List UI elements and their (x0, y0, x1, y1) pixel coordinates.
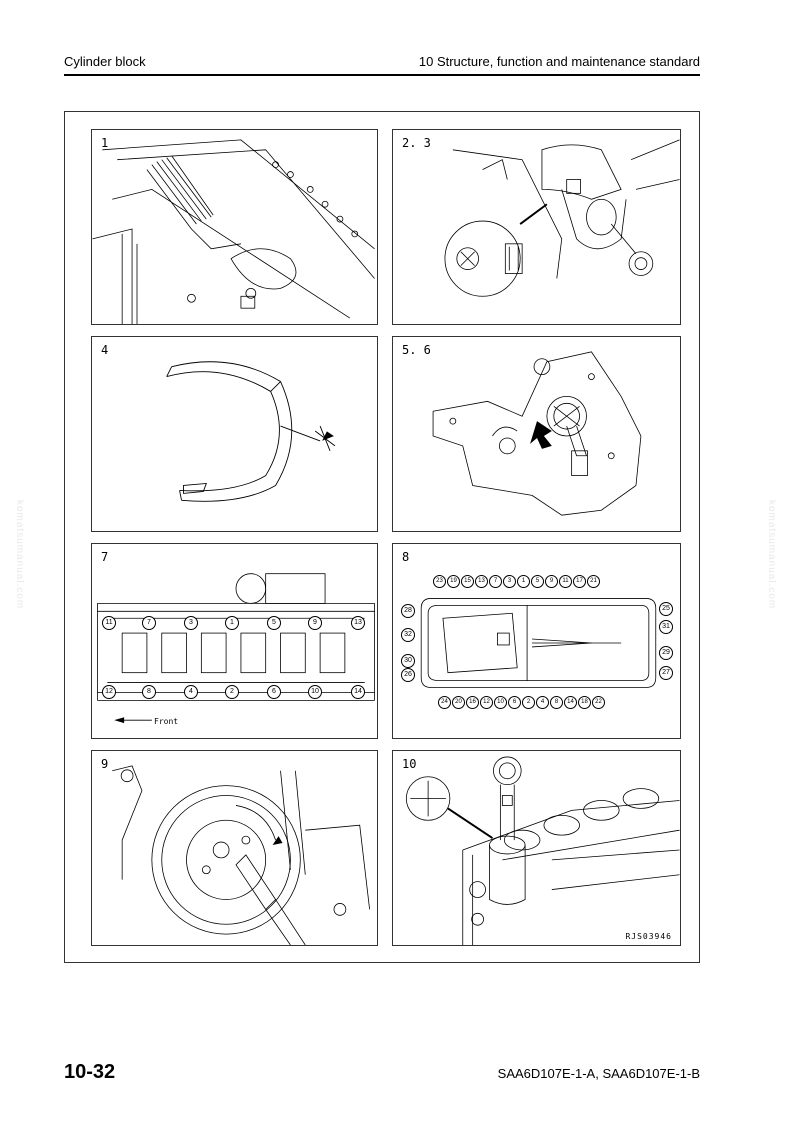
bolt-number: 25 (659, 602, 673, 616)
panel-5-6: 5. 6 (392, 336, 681, 532)
bolt-number: 3 (503, 575, 516, 588)
model-number: SAA6D107E-1-A, SAA6D107E-1-B (497, 1066, 700, 1081)
figure-code: RJS03946 (625, 932, 672, 941)
bolt-number: 30 (401, 654, 415, 668)
panel-4-illustration (166, 361, 336, 502)
bolt-number: 20 (452, 696, 465, 709)
panel-5-6-number: 5. 6 (402, 343, 431, 357)
bolt-number: 24 (438, 696, 451, 709)
bolt-number: 15 (461, 575, 474, 588)
top-bolt-sequence: 23 19 15 13 7 3 1 5 9 11 17 21 (433, 575, 600, 588)
bolt-number: 2 (522, 696, 535, 709)
bolt-number: 19 (447, 575, 460, 588)
panel-1-number: 1 (101, 136, 109, 150)
bolt-number: 10 (494, 696, 507, 709)
bolt-number: 13 (475, 575, 488, 588)
header-chapter-title: 10 Structure, function and maintenance s… (418, 54, 700, 69)
panel-8: 8 23 19 15 13 7 3 1 5 9 11 17 21 24 20 1… (392, 543, 681, 739)
figure-frame: 1 2. 3 (64, 111, 700, 963)
bolt-number: 6 (508, 696, 521, 709)
bolt-number: 8 (142, 685, 156, 699)
panel-10-number: 10 (402, 757, 417, 771)
bolt-number: 11 (559, 575, 572, 588)
panel-5-6-illustration (432, 351, 642, 516)
panel-1: 1 (91, 129, 378, 325)
bolt-number: 5 (531, 575, 544, 588)
bottom-bolt-sequence: 24 20 16 12 10 6 2 4 8 14 18 22 (438, 696, 605, 709)
bolt-number: 21 (587, 575, 600, 588)
panel-10-illustration (405, 756, 680, 945)
bolt-number: 11 (102, 616, 116, 630)
bolt-number: 18 (578, 696, 591, 709)
bolt-number: 12 (480, 696, 493, 709)
panel-9-number: 9 (101, 757, 109, 771)
bolt-number: 16 (466, 696, 479, 709)
panel-7: 7 Front 11 7 3 1 5 9 13 12 8 4 2 6 10 14 (91, 543, 378, 739)
panel-4: 4 (91, 336, 378, 532)
bolt-number: 28 (401, 604, 415, 618)
bolt-number: 4 (184, 685, 198, 699)
panel-2-3-illustration (444, 139, 680, 297)
page-number: 10-32 (64, 1061, 116, 1083)
panel-2-3-number: 2. 3 (402, 136, 431, 150)
bolt-number: 17 (573, 575, 586, 588)
bolt-number: 13 (351, 616, 365, 630)
bolt-number: 27 (659, 666, 673, 680)
bolt-number: 12 (102, 685, 116, 699)
bolt-number: 5 (267, 616, 281, 630)
header-rule (64, 74, 700, 76)
panel-9: 9 (91, 750, 378, 946)
bolt-number: 1 (517, 575, 530, 588)
bolt-number: 10 (308, 685, 322, 699)
bolt-number: 14 (564, 696, 577, 709)
bolt-number: 14 (351, 685, 365, 699)
bolt-number: 29 (659, 646, 673, 660)
bolt-number: 26 (401, 668, 415, 682)
bolt-number: 8 (550, 696, 563, 709)
panel-10: 10 RJS03946 (392, 750, 681, 946)
panel-1-illustration (92, 139, 375, 324)
panel-7-illustration (97, 573, 375, 724)
header-section-title: Cylinder block (64, 54, 146, 69)
bolt-number: 31 (659, 620, 673, 634)
panel-8-illustration (420, 598, 657, 688)
bolt-number: 2 (225, 685, 239, 699)
bolt-number: 7 (142, 616, 156, 630)
bolt-number: 7 (489, 575, 502, 588)
bolt-number: 6 (267, 685, 281, 699)
watermark-right: komatsumanual.com (766, 500, 777, 610)
bolt-number: 23 (433, 575, 446, 588)
panel-2-3: 2. 3 (392, 129, 681, 325)
panel-9-illustration (112, 765, 371, 945)
panel-7-number: 7 (101, 550, 109, 564)
panel-8-number: 8 (402, 550, 410, 564)
bolt-number: 22 (592, 696, 605, 709)
bolt-number: 4 (536, 696, 549, 709)
bolt-number: 9 (545, 575, 558, 588)
bolt-number: 32 (401, 628, 415, 642)
watermark-left: komatsumanual.com (14, 500, 25, 610)
bolt-number: 9 (308, 616, 322, 630)
bolt-number: 1 (225, 616, 239, 630)
front-label: Front (154, 717, 179, 726)
panel-4-number: 4 (101, 343, 109, 357)
bolt-number: 3 (184, 616, 198, 630)
